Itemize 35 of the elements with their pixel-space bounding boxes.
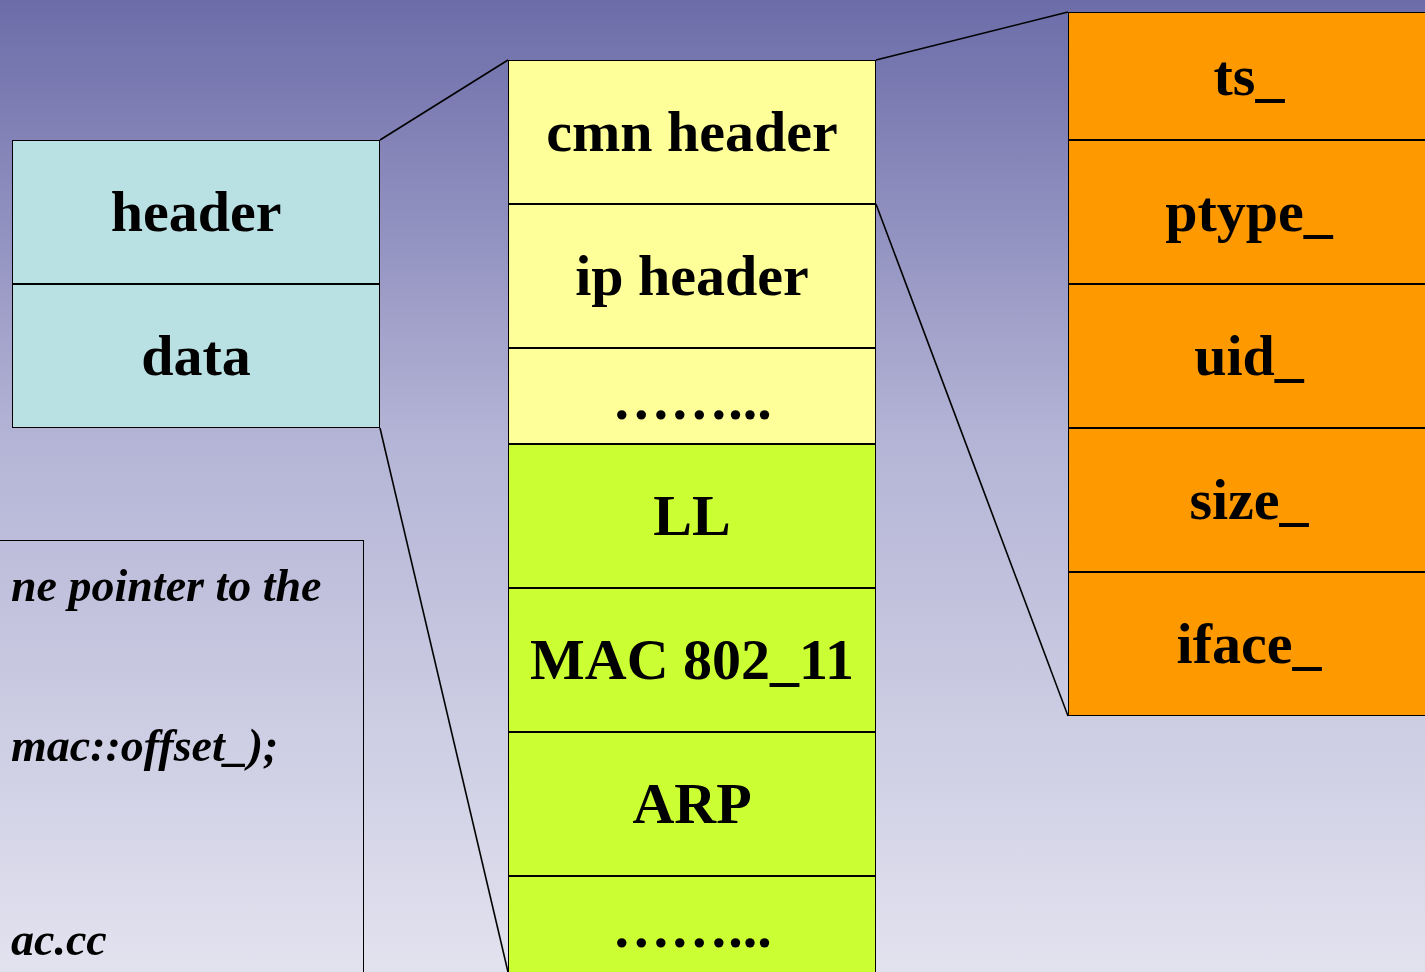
field-label: ip header xyxy=(575,247,809,305)
field-cell xyxy=(508,348,876,444)
field-cell xyxy=(508,876,876,972)
field-label: data xyxy=(141,327,251,385)
field-cell xyxy=(12,284,380,428)
field-label: size_ xyxy=(1189,471,1309,529)
field-cell xyxy=(1068,140,1425,284)
code-text: mac::offset_); xyxy=(10,723,279,769)
field-label: ARP xyxy=(632,775,752,833)
connector-line xyxy=(875,203,1069,717)
field-cell xyxy=(508,60,876,204)
field-cell xyxy=(12,140,380,284)
field-label: cmn header xyxy=(546,103,838,161)
field-label: ptype_ xyxy=(1165,183,1333,241)
field-cell xyxy=(508,732,876,876)
field-label: MAC 802_11 xyxy=(530,631,854,689)
connector-line xyxy=(379,59,509,141)
code-note-box xyxy=(0,540,364,972)
code-text: ac.cc xyxy=(10,917,107,963)
field-cell xyxy=(508,444,876,588)
field-cell xyxy=(1068,572,1425,716)
field-label: ……... xyxy=(612,371,772,429)
field-label: ts_ xyxy=(1213,47,1285,105)
field-label: ……... xyxy=(612,899,772,957)
field-cell xyxy=(1068,12,1425,140)
field-cell xyxy=(508,588,876,732)
field-label: uid_ xyxy=(1194,327,1304,385)
field-label: header xyxy=(110,183,282,241)
connector-line xyxy=(875,11,1069,61)
field-cell xyxy=(1068,284,1425,428)
field-label: iface_ xyxy=(1176,615,1322,673)
field-cell xyxy=(1068,428,1425,572)
field-cell xyxy=(508,204,876,348)
code-text: ne pointer to the xyxy=(10,563,322,609)
field-label: LL xyxy=(653,487,731,545)
